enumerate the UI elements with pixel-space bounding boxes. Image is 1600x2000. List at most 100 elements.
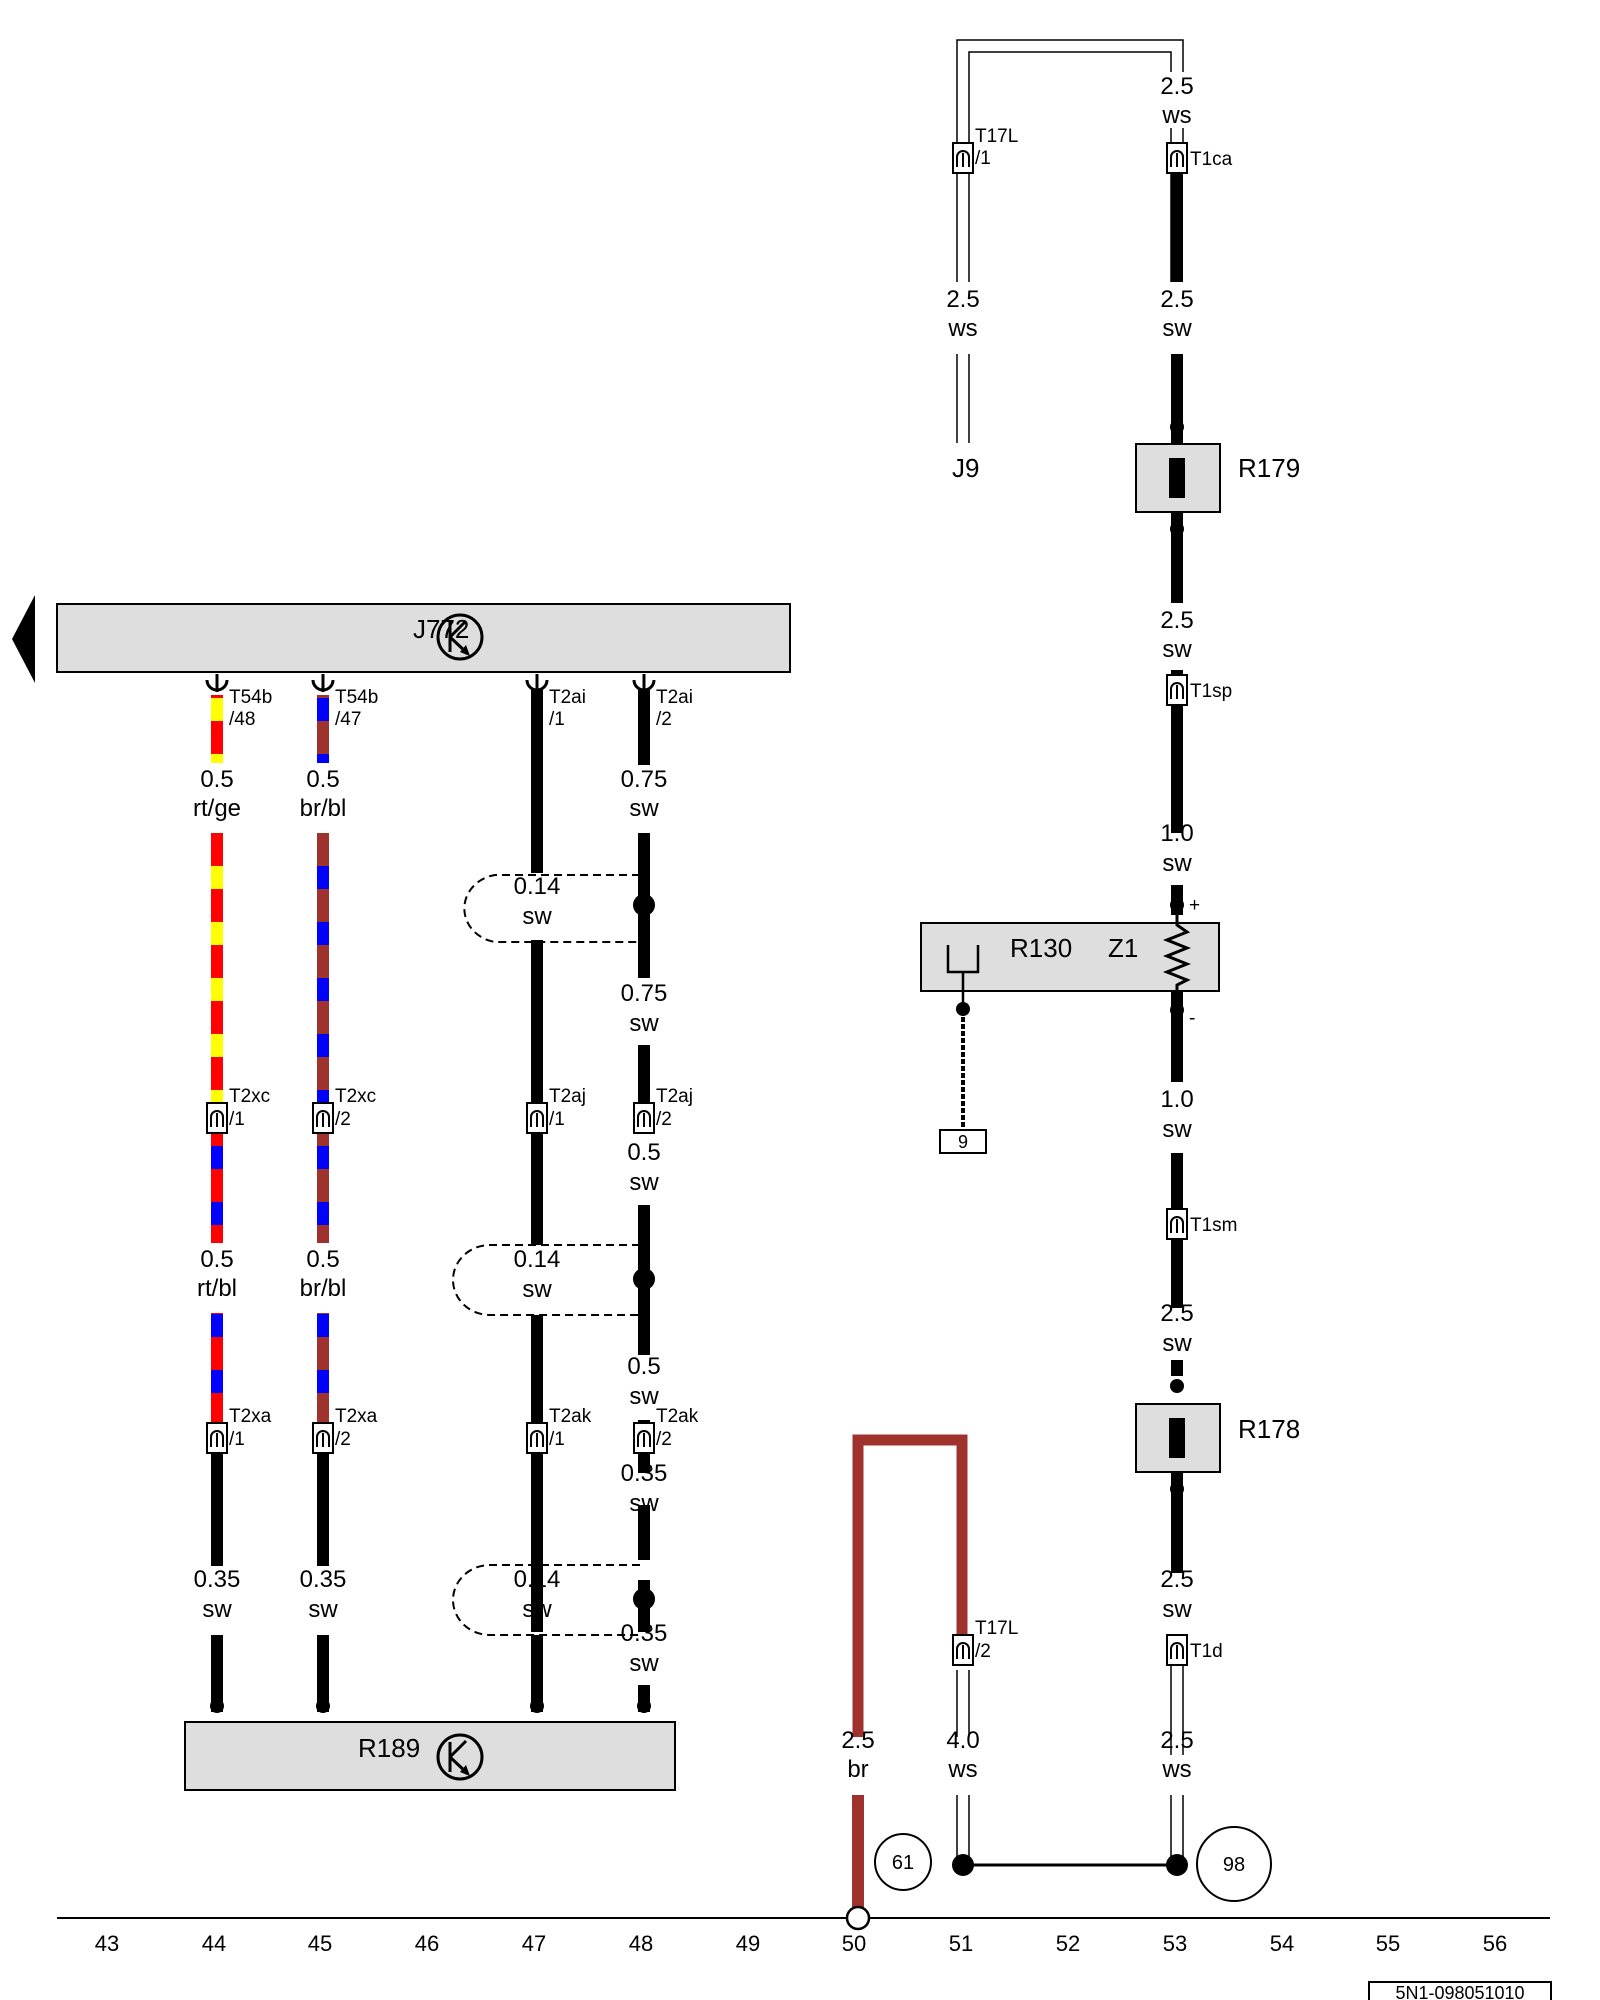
- ground-ref-box: [939, 1129, 987, 1154]
- connector-T2ak-1: T2ak: [549, 1406, 592, 1427]
- connector-T17L-1-pin: /1: [975, 148, 991, 169]
- terminal-plus-dot: [1170, 898, 1184, 912]
- connector-T54b-48: T54b: [229, 687, 272, 708]
- connector-T54b-47: T54b: [335, 687, 378, 708]
- connector-T17L-2: T17L: [975, 1618, 1018, 1639]
- connector-T2xc-2-pin: /2: [335, 1109, 351, 1130]
- connector-T2ai-2-pin: /2: [656, 709, 672, 730]
- transistor-icon: [436, 1733, 484, 1781]
- connector-T2ai-1-pin: /1: [549, 709, 565, 730]
- terminal-minus: -: [1189, 1008, 1195, 1029]
- wire-color: sw: [629, 1010, 659, 1037]
- wire-color: sw: [1162, 636, 1192, 663]
- connector-T2xa-2: T2xa: [335, 1406, 378, 1427]
- connector-T2xc-1-pin: /1: [229, 1109, 245, 1130]
- wire-color: sw: [629, 795, 659, 822]
- diagram-code-box: [1368, 1981, 1552, 2000]
- connector-icon: [206, 142, 1188, 1666]
- column-number: 51: [949, 1931, 973, 1956]
- shield-node-2: [633, 1268, 655, 1290]
- junction-dot: [1170, 522, 1184, 536]
- wire-color: sw: [629, 1383, 659, 1410]
- component-R189: [184, 1721, 676, 1791]
- ground-ref-61: 61: [892, 1852, 914, 1874]
- column-number: 53: [1163, 1931, 1187, 1956]
- wire-col-51-top: [956, 39, 1184, 443]
- wire-size: 0.35: [194, 1566, 241, 1593]
- connector-T2xa-1-pin: /1: [229, 1429, 245, 1450]
- connector-T2ai-2: T2ai: [656, 687, 693, 708]
- column-number: 55: [1376, 1931, 1400, 1956]
- connector-T2xa-2-pin: /2: [335, 1429, 351, 1450]
- wire-size: 1.0: [1160, 820, 1193, 847]
- wire-color: sw: [308, 1596, 338, 1623]
- wire-size: 0.75: [621, 766, 668, 793]
- column-number: 48: [629, 1931, 653, 1956]
- wire-color: sw: [202, 1596, 232, 1623]
- component-R189-label: R189: [358, 1733, 420, 1763]
- wire-color: rt/ge: [193, 795, 241, 822]
- wire-size: 0.35: [621, 1620, 668, 1647]
- wire-color: br/bl: [300, 795, 347, 822]
- column-number: 47: [522, 1931, 546, 1956]
- wire-col-47: [531, 690, 543, 1712]
- wire-size: 0.5: [306, 1246, 339, 1273]
- ground-ref-circle: [1196, 1826, 1272, 1902]
- wire-col-50-brown: [852, 1434, 968, 1913]
- column-numbers: 43 44 45 46 47 48 49 50 51 52 53 54 55 5…: [95, 1931, 1507, 1956]
- wire-size: 0.14: [514, 873, 561, 900]
- junction-dot: [1170, 1482, 1184, 1496]
- connector-T54b-47-pin: /47: [335, 709, 361, 730]
- connector-T1d: T1d: [1190, 1641, 1223, 1662]
- component-Z1-label: Z1: [1108, 933, 1138, 963]
- connector-T17L-2-pin: /2: [975, 1641, 991, 1662]
- wire-size: 0.14: [514, 1246, 561, 1273]
- column-number: 49: [736, 1931, 760, 1956]
- wire-size: 2.5: [1160, 286, 1193, 313]
- shield-node-1: [633, 894, 655, 916]
- connector-T2xa-1: T2xa: [229, 1406, 272, 1427]
- wire-color: ws: [1161, 1756, 1191, 1783]
- ground-ref-circle: [874, 1833, 932, 1891]
- wire-color: rt/bl: [197, 1275, 237, 1302]
- junction-dot: [210, 1699, 651, 1713]
- connector-T2aj-1-pin: /1: [549, 1109, 565, 1130]
- component-J9-label: J9: [952, 453, 979, 483]
- wire-size: 2.5: [841, 1727, 874, 1754]
- junction-dot: [1166, 1854, 1188, 1876]
- connector-T54b-48-pin: /48: [229, 709, 255, 730]
- wire-col-45: [317, 695, 329, 1712]
- connector-T2ak-2: T2ak: [656, 1406, 699, 1427]
- wire-size: 2.5: [1160, 1300, 1193, 1327]
- wire-size: 0.5: [200, 1246, 233, 1273]
- wire-color: br: [847, 1756, 868, 1783]
- junction-dot: [1170, 1379, 1184, 1393]
- connector-T2aj-2-pin: /2: [656, 1109, 672, 1130]
- junction-dot: [1170, 420, 1184, 434]
- component-R178-label: R178: [1238, 1414, 1300, 1444]
- transistor-icon: [436, 613, 484, 661]
- wire-color: ws: [1161, 102, 1191, 129]
- connector-T2xc-1: T2xc: [229, 1086, 270, 1107]
- column-number: 44: [202, 1931, 226, 1956]
- connector-T2ak-2-pin: /2: [656, 1429, 672, 1450]
- component-J772: [56, 603, 791, 673]
- terminal-minus-dot: [1170, 1003, 1184, 1017]
- junction-dot: [952, 1854, 974, 1876]
- connector-T17L-1: T17L: [975, 126, 1018, 147]
- wire-size: 2.5: [946, 286, 979, 313]
- heater-coil-icon: [1162, 905, 1192, 1010]
- diagram-code: 5N1-098051010: [1395, 1983, 1524, 2000]
- continuation-arrow-left: [12, 595, 35, 683]
- shield-node-3: [633, 1588, 655, 1610]
- wire-color: sw: [629, 1169, 659, 1196]
- wire-color: sw: [629, 1490, 659, 1517]
- ground-ref-98: 98: [1223, 1854, 1245, 1876]
- column-number: 52: [1056, 1931, 1080, 1956]
- column-number: 45: [308, 1931, 332, 1956]
- wire-col-51-bottom: [956, 1670, 970, 1866]
- component-R179-label: R179: [1238, 453, 1300, 483]
- shield-loop-2: [452, 1244, 640, 1316]
- column-number: 50: [842, 1931, 866, 1956]
